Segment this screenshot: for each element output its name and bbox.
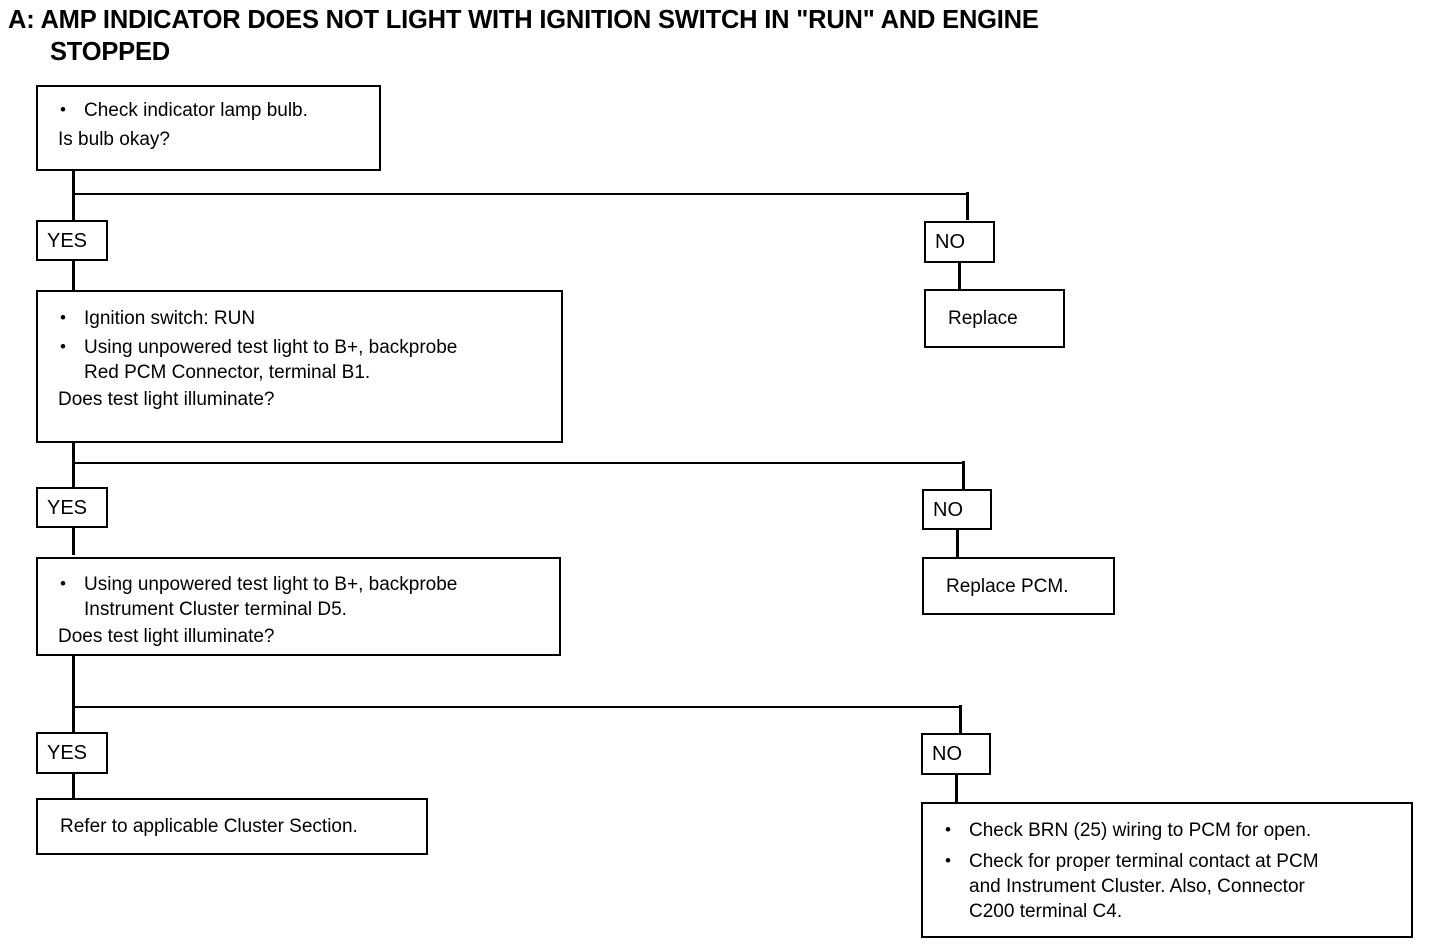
step-1-bullet-1: Check indicator lamp bulb. [38,97,379,123]
outcome-check-wiring-bullet-1: Check BRN (25) wiring to PCM for open. [923,817,1401,843]
step-2-bullet-2: Using unpowered test light to B+, backpr… [38,334,561,385]
gate-no-3-label: NO [932,743,962,765]
connector-branch-bar-2 [72,461,964,464]
connector-yes3-down [72,774,75,799]
connector-no2-down [956,530,959,557]
outcome-refer-cluster-box: Refer to applicable Cluster Section. [36,798,428,855]
gate-yes-1-label: YES [47,229,88,252]
page-title: A: AMP INDICATOR DOES NOT LIGHT WITH IGN… [8,4,1408,68]
step-3-bullet-1: Using unpowered test light to B+, backpr… [38,571,559,622]
connector-branch-bar-1 [72,192,968,195]
outcome-replace-pcm-box: Replace PCM. [922,557,1115,615]
connector-branch-3-right-drop [959,705,962,733]
connector-branch-2-right-drop [962,461,965,489]
step-1-bullet-list: Check indicator lamp bulb. [38,97,379,123]
connector-branch-3-left-drop [72,705,75,732]
connector-no1-down [958,263,961,289]
step-3-question: Does test light illuminate? [58,626,275,647]
step-2-bullet-2-line-1: Using unpowered test light to B+, backpr… [84,337,458,358]
gate-no-1-label: NO [935,231,965,253]
connector-yes1-down [72,261,75,290]
connector-step2-down [72,443,75,464]
step-2-question: Does test light illuminate? [58,389,275,410]
connector-branch-bar-3 [72,705,961,708]
step-2-bullet-list: Ignition switch: RUN Using unpowered tes… [38,305,561,385]
outcome-replace-bulb-label: Replace [948,308,1018,329]
gate-no-2[interactable]: NO [922,489,992,530]
step-3-bullet-1-line-2: Instrument Cluster terminal D5. [84,599,347,620]
connector-branch-1-right-drop [966,192,969,220]
gate-no-3[interactable]: NO [921,733,991,775]
step-2-bullet-1: Ignition switch: RUN [38,305,561,331]
step-2-bullet-2-line-2: Red PCM Connector, terminal B1. [84,362,371,383]
gate-yes-1[interactable]: YES [36,220,108,261]
page-title-line-1: A: AMP INDICATOR DOES NOT LIGHT WITH IGN… [8,6,1039,34]
step-1-question: Is bulb okay? [58,129,170,150]
outcome-refer-cluster-label: Refer to applicable Cluster Section. [60,816,358,837]
step-2-box: Ignition switch: RUN Using unpowered tes… [36,290,563,443]
step-3-bullet-1-line-1: Using unpowered test light to B+, backpr… [84,574,458,595]
connector-step1-down [72,171,75,195]
step-3-bullet-list: Using unpowered test light to B+, backpr… [38,571,559,622]
outcome-check-wiring-bullet-2-line-1: Check for proper terminal contact at PCM [969,851,1319,872]
outcome-check-wiring-bullet-2-line-3: C200 terminal C4. [969,901,1123,922]
step-1-box: Check indicator lamp bulb. Is bulb okay? [36,85,381,171]
connector-no3-down [955,775,958,803]
connector-yes2-down [72,528,75,555]
outcome-check-wiring-box: Check BRN (25) wiring to PCM for open. C… [921,802,1413,938]
gate-yes-3[interactable]: YES [36,732,108,774]
step-3-box: Using unpowered test light to B+, backpr… [36,557,561,656]
outcome-check-wiring-bullet-list: Check BRN (25) wiring to PCM for open. C… [923,817,1411,924]
page-title-line-2: STOPPED [50,38,170,66]
connector-branch-2-left-drop [72,461,75,487]
outcome-replace-pcm-label: Replace PCM. [946,575,1069,597]
gate-yes-2-label: YES [47,496,88,519]
connector-branch-1-left-drop [72,192,75,220]
connector-step3-down [72,656,75,708]
gate-no-2-label: NO [933,498,963,521]
outcome-check-wiring-bullet-2-line-2: and Instrument Cluster. Also, Connector [969,876,1305,897]
gate-yes-3-label: YES [47,742,88,764]
outcome-replace-bulb-box: Replace [924,289,1065,348]
gate-yes-2[interactable]: YES [36,487,108,528]
outcome-check-wiring-bullet-2: Check for proper terminal contact at PCM… [923,848,1401,924]
gate-no-1[interactable]: NO [924,221,995,263]
